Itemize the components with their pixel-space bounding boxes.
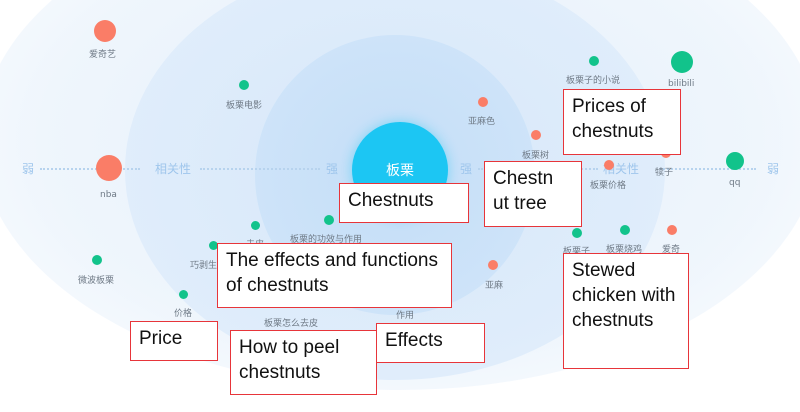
annotation-effects: Effects [376,323,485,363]
node-chestnut-roast-chicken[interactable] [620,225,630,235]
node-label-love: 爱奇 [662,245,681,255]
node-label-nba: nba [100,190,117,200]
axis-line-right-outer [660,168,756,170]
node-label-how-to-peel: 板栗怎么去皮 [264,319,319,329]
axis-strong-right: 强 [460,162,473,176]
annotation-prices-of-chestnuts: Prices of chestnuts [563,89,681,155]
node-chestnut-tree[interactable] [531,130,541,140]
annotation-how-to-peel: How to peel chestnuts [230,330,377,395]
node-label-calf: 犊子 [655,168,674,178]
annotation-price: Price [130,321,218,361]
node-label-chestnut-tree: 板栗树 [522,151,550,161]
node-flaxen[interactable] [478,97,488,107]
node-label-effects-and-functions: 板栗的功效与作用 [290,235,363,245]
node-label-qq: qq [729,178,741,188]
node-label-chestnut-roast-chicken: 板栗烧鸡 [606,245,643,255]
node-label-chestnut-price: 板栗价格 [590,181,627,191]
node-chestnut-novel[interactable] [589,56,599,66]
node-qq[interactable] [726,152,744,170]
node-label-flaxen: 亚麻色 [468,117,496,127]
node-microwave-chestnut[interactable] [92,255,102,265]
axis-line-left-outer [40,168,140,170]
node-peel-skin[interactable] [251,221,260,230]
node-love[interactable] [667,225,677,235]
node-price[interactable] [179,290,188,299]
node-label-flax: 亚麻 [485,281,504,291]
node-chestnut-movie[interactable] [239,80,249,90]
node-effects-and-functions[interactable] [324,215,334,225]
center-node-label: 板栗 [386,163,414,179]
node-label-chestnut-movie: 板栗电影 [226,101,263,111]
axis-weak-right: 弱 [767,162,780,176]
annotation-stewed-chicken: Stewed chicken with chestnuts [563,253,689,369]
axis-strong-left: 强 [326,162,339,176]
node-label-iqiyi: 爱奇艺 [89,50,117,60]
node-label-bilibili: bilibili [668,79,695,89]
node-nba[interactable] [96,155,122,181]
node-label-chestnut-novel: 板栗子的小说 [566,76,621,86]
node-chestnut-price[interactable] [604,160,614,170]
annotation-chestnuts: Chestnuts [339,183,469,223]
node-label-chestnut-kid: 板栗子 [563,247,591,257]
node-chestnut-kid[interactable] [572,228,582,238]
axis-weak-left: 弱 [22,162,35,176]
node-bilibili[interactable] [671,51,693,73]
axis-line-left-inner [200,168,320,170]
node-flax[interactable] [488,260,498,270]
node-label-peel-raw-chestnut: 巧剥生板栗 [190,261,236,271]
node-label-price: 价格 [174,309,193,319]
node-label-function: 作用 [396,311,415,321]
axis-relevance-left: 相关性 [155,162,192,176]
node-peel-raw-chestnut[interactable] [209,241,218,250]
node-label-microwave-chestnut: 微波板栗 [78,276,115,286]
annotation-chestnut-tree: Chestn ut tree [484,161,582,227]
annotation-effects-and-functions: The effects and functions of chestnuts [217,243,452,308]
node-iqiyi[interactable] [94,20,116,42]
